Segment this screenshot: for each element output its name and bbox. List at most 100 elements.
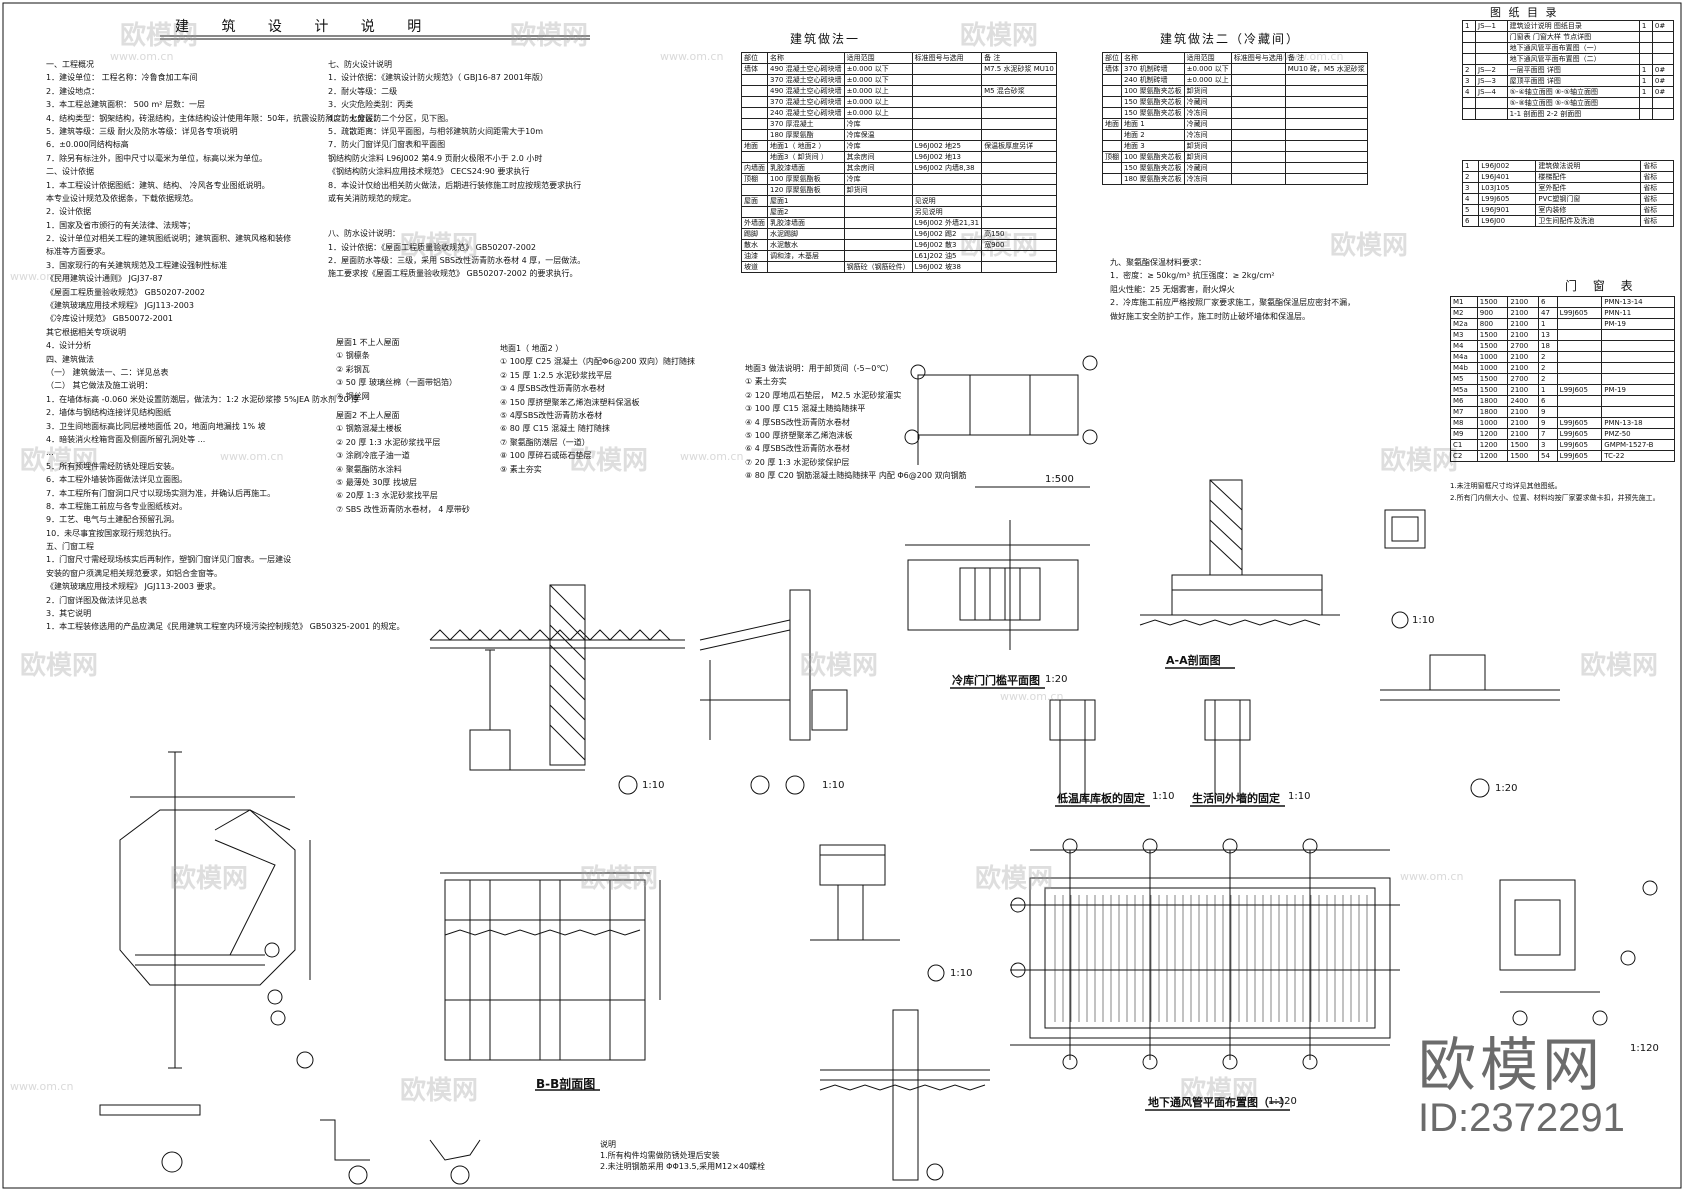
table-cell: M7.5 水泥砂浆 MU10 xyxy=(981,63,1057,75)
table-cell xyxy=(741,129,768,141)
table-cell: JS—2 xyxy=(1475,64,1508,76)
table-cell: 1 xyxy=(1638,20,1653,32)
note-line: 5．建筑等级：三级 耐火及防水等级：详见各专项说明 xyxy=(46,126,238,136)
life-wall-title: 生活间外墙的固定 xyxy=(1192,792,1280,805)
table-cell: JS—1 xyxy=(1475,20,1508,32)
table-cell: 地面 xyxy=(741,140,768,152)
table-cell: 2100 xyxy=(1507,406,1539,418)
spec-line: ④ 钢丝网 xyxy=(336,391,370,401)
table-row: 370 混凝土空心砌块墙±0.000 以下 xyxy=(741,74,1057,86)
note-line: 1．本工程装修选用的产品应满足《民用建筑工程室内环境污染控制规范》 GB5032… xyxy=(46,622,405,632)
table-cell xyxy=(1461,108,1477,120)
table-cell: 0# xyxy=(1651,64,1675,76)
table-cell: 5 xyxy=(1461,204,1480,216)
table-cell: 钢筋砼（钢筋砼件） xyxy=(843,261,913,273)
note-line: 8．本工程施工前应与各专业图纸核对。 xyxy=(46,501,188,511)
spec-line: 屋面1 不上人屋面 xyxy=(336,338,400,347)
method2-notes: 九、聚氨酯保温材料要求： 1．密度：≥ 50kg/m³ 抗压强度：≥ 2kg/c… xyxy=(1110,258,1355,325)
spec-line: ⑤ 4厚SBS改性沥青防水卷材 xyxy=(500,410,603,420)
table-cell: 建筑做法说明 xyxy=(1535,160,1642,172)
table-cell: 冷冻间 xyxy=(1183,129,1232,141)
table-cell: 卸货间 xyxy=(1183,85,1232,97)
table-cell: PMN-13-14 xyxy=(1601,296,1675,308)
table-cell: 120 厚聚氨酯板 xyxy=(767,184,845,196)
table-cell: M4b xyxy=(1450,362,1478,374)
table-cell xyxy=(1601,406,1675,418)
table-cell: 卫生间配件及洗池 xyxy=(1535,215,1642,227)
spec-line: ③ 50 厚 玻璃丝棉（一面带铝箔） xyxy=(336,378,457,388)
table-cell xyxy=(911,96,983,108)
spec-line: ⑥ 80 厚 C15 混凝土 随打随抹 xyxy=(500,424,610,434)
table-cell: 2 xyxy=(1461,64,1477,76)
table-cell: 490 混凝土空心砌块墙 xyxy=(767,85,845,97)
table-cell: ±0.000 以上 xyxy=(843,85,913,97)
table-cell: M5 混合砂浆 xyxy=(981,85,1057,97)
table-cell xyxy=(981,184,1057,196)
table-cell: 1500 xyxy=(1507,439,1539,451)
table-cell: 楼梯配件 xyxy=(1535,171,1642,183)
note-line: 《建筑玻璃应用技术规程》 JGJ113-2003 要求。 xyxy=(46,582,221,592)
table-cell: PVC塑钢门窗 xyxy=(1535,193,1642,205)
note-line: 2．屋面防水等级：三级，采用 SBS改性沥青防水卷材 4 厚，一层做法。 xyxy=(328,256,586,266)
table-cell: PMN-11 xyxy=(1601,307,1675,319)
table-row: 180 聚氨酯夹芯板冷冻间 xyxy=(1102,173,1368,185)
table-cell: 100 聚氨酯夹芯板 xyxy=(1121,151,1185,163)
table-cell xyxy=(1556,406,1603,418)
table-cell: 油漆 xyxy=(741,250,768,262)
door-window-note: 1.未注明窗框尺寸均详见其他图纸。 xyxy=(1450,482,1562,490)
table-cell: 4 xyxy=(1461,193,1480,205)
table-cell: L96J002 xyxy=(1478,160,1537,172)
scale-label: 1:10 xyxy=(1152,791,1175,802)
table-cell xyxy=(1284,96,1368,108)
table-row: 地下通风管平面布置图（二） xyxy=(1461,53,1675,65)
spec-line: ② 彩钢瓦 xyxy=(336,364,370,374)
table-cell: 47 xyxy=(1538,307,1558,319)
duct-plan-title: 地下通风管平面布置图（一） xyxy=(1148,1096,1291,1109)
floor-specs: 地面1（ 地面2 ） ① 100厚 C25 混凝土（内配Φ6@200 双向）随打… xyxy=(500,344,695,478)
table-cell: PMZ-50 xyxy=(1601,428,1675,440)
table-cell xyxy=(741,85,768,97)
table-cell: C1 xyxy=(1450,439,1478,451)
table-cell: 490 混凝土空心砌块墙 xyxy=(767,63,845,75)
note-line: 6．本工程外墙装饰面做法详见立面图。 xyxy=(46,475,188,485)
table-cell xyxy=(1461,31,1477,43)
spec-line: ④ 150 厚挤塑聚苯乙烯泡沫塑料保温板 xyxy=(500,397,640,407)
table-cell: M4 xyxy=(1450,340,1478,352)
table-cell xyxy=(843,195,913,207)
table-cell: M8 xyxy=(1450,417,1478,429)
fire-notes: 七、防火设计说明 1．设计依据：《建筑设计防火规范》（ GBJ16-87 200… xyxy=(328,60,585,283)
table-cell: 高150 xyxy=(981,228,1057,240)
table-cell: 冷冻间 xyxy=(1183,173,1232,185)
table-cell xyxy=(843,217,913,229)
table-cell: 6 xyxy=(1461,215,1480,227)
note-line: 钢结构防火涂料 L96J002 第4.9 页耐火极限不小于 2.0 小时 xyxy=(328,153,543,163)
table-cell: 3 xyxy=(1461,182,1480,194)
spec-line: ③ 4 厚SBS改性沥青防水卷材 xyxy=(500,384,605,394)
table-cell xyxy=(981,107,1057,119)
table-cell: 屋顶平面图 详图 xyxy=(1506,75,1640,87)
table-cell xyxy=(1461,42,1477,54)
note-line: 七、防火设计说明 xyxy=(328,60,392,69)
table-cell: ±0.000 以上 xyxy=(843,96,913,108)
table-cell: 冷冻间 xyxy=(1183,107,1232,119)
table-header-row: 部位 名称 适用范围 标准图号与选用 备 注 xyxy=(741,52,1057,64)
table-cell xyxy=(981,206,1057,218)
table-cell xyxy=(1601,362,1675,374)
table-cell: 见说明 xyxy=(911,195,983,207)
table-cell xyxy=(741,184,768,196)
table-cell: 墙体 xyxy=(741,63,768,75)
table-cell: 2100 xyxy=(1507,384,1539,396)
table-cell: 冷库 xyxy=(843,118,913,130)
table-cell xyxy=(911,107,983,119)
